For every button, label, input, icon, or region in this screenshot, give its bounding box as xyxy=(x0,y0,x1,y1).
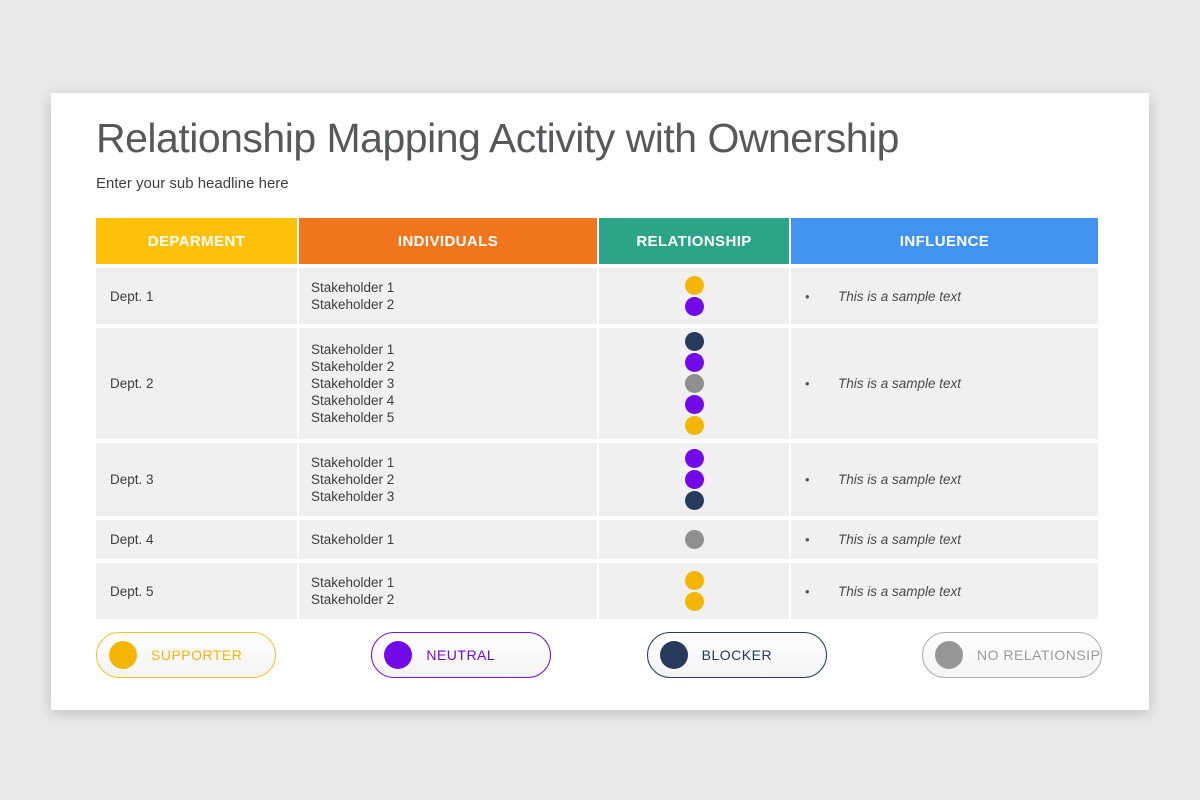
column-header-department: DEPARMENT xyxy=(96,218,297,264)
no-relationship-dot-icon xyxy=(934,641,963,669)
legend: SUPPORTER NEUTRAL BLOCKER NO RELATIONSIP xyxy=(96,632,1102,678)
bullet-icon: • xyxy=(805,376,810,391)
stakeholder-label: Stakeholder 2 xyxy=(311,592,395,607)
relationship-table: DEPARMENT INDIVIDUALS RELATIONSHIP INFLU… xyxy=(96,218,1098,623)
legend-pill-supporter: SUPPORTER xyxy=(96,632,276,678)
individuals-cell: Stakeholder 1 Stakeholder 2 xyxy=(299,563,597,619)
influence-text: This is a sample text xyxy=(838,583,962,599)
neutral-dot-icon xyxy=(384,641,413,669)
stakeholder-label: Stakeholder 1 xyxy=(311,342,395,357)
legend-pill-neutral: NEUTRAL xyxy=(371,632,552,678)
stakeholder-label: Stakeholder 1 xyxy=(311,532,395,547)
bullet-icon: • xyxy=(805,583,810,599)
relationship-cell xyxy=(599,563,789,619)
column-header-relationship: RELATIONSHIP xyxy=(599,218,789,264)
department-cell: Dept. 3 xyxy=(96,443,297,516)
individuals-cell: Stakeholder 1 Stakeholder 2 Stakeholder 3 S… xyxy=(299,328,597,439)
table-rows: Dept. 1 Stakeholder 1 Stakeholder 2 • Thi… xyxy=(96,268,1098,619)
legend-label-neutral: NEUTRAL xyxy=(426,647,496,663)
table-row: Dept. 4 Stakeholder 1 • This is a sample… xyxy=(96,520,1098,559)
bullet-icon: • xyxy=(805,288,810,304)
stakeholder-label: Stakeholder 3 xyxy=(311,376,395,391)
legend-pill-no-relationship: NO RELATIONSIP xyxy=(921,632,1102,678)
relationship-cell xyxy=(599,520,789,559)
stakeholder-label: Stakeholder 4 xyxy=(311,393,395,408)
relationship-dot-supporter xyxy=(684,571,704,590)
page-title: Relationship Mapping Activity with Owner… xyxy=(96,115,899,161)
department-label: Dept. 4 xyxy=(110,532,154,547)
relationship-dot-neutral xyxy=(684,353,704,372)
influence-text: This is a sample text xyxy=(838,288,962,304)
department-cell: Dept. 5 xyxy=(96,563,297,619)
stakeholder-label: Stakeholder 1 xyxy=(311,575,395,590)
legend-label-blocker: BLOCKER xyxy=(701,647,773,663)
stakeholder-label: Stakeholder 2 xyxy=(311,297,395,312)
stakeholder-label: Stakeholder 1 xyxy=(311,455,395,470)
department-cell: Dept. 1 xyxy=(96,268,297,324)
influence-cell: • This is a sample text xyxy=(791,563,1098,619)
relationship-dot-blocker xyxy=(684,332,704,351)
legend-label-supporter: SUPPORTER xyxy=(151,647,243,663)
relationship-dot-no-relationship xyxy=(684,530,704,549)
individuals-cell: Stakeholder 1 Stakeholder 2 Stakeholder 3 xyxy=(299,443,597,516)
relationship-dot-neutral xyxy=(684,395,704,414)
legend-pill-blocker: BLOCKER xyxy=(646,632,827,678)
slide-card: Relationship Mapping Activity with Owner… xyxy=(51,93,1149,710)
relationship-dot-neutral xyxy=(684,470,704,489)
influence-text: This is a sample text xyxy=(838,472,962,487)
stakeholder-label: Stakeholder 3 xyxy=(311,489,395,504)
relationship-dot-no-relationship xyxy=(684,374,704,393)
department-label: Dept. 5 xyxy=(110,583,154,599)
supporter-dot-icon xyxy=(109,641,137,669)
blocker-dot-icon xyxy=(659,641,688,669)
influence-cell: • This is a sample text xyxy=(791,443,1098,516)
relationship-cell xyxy=(599,443,789,516)
individuals-cell: Stakeholder 1 Stakeholder 2 xyxy=(299,268,597,324)
influence-text: This is a sample text xyxy=(838,532,962,547)
table-header-row: DEPARMENT INDIVIDUALS RELATIONSHIP INFLU… xyxy=(96,218,1098,264)
department-label: Dept. 2 xyxy=(110,376,154,391)
relationship-dot-blocker xyxy=(684,491,704,510)
department-cell: Dept. 2 xyxy=(96,328,297,439)
relationship-dot-neutral xyxy=(684,297,704,316)
relationship-dot-supporter xyxy=(684,592,704,611)
stakeholder-label: Stakeholder 5 xyxy=(311,410,395,425)
table-row: Dept. 1 Stakeholder 1 Stakeholder 2 • Thi… xyxy=(96,268,1098,324)
relationship-dot-supporter xyxy=(684,416,704,435)
department-label: Dept. 1 xyxy=(110,288,154,304)
relationship-dot-neutral xyxy=(684,449,704,468)
individuals-cell: Stakeholder 1 xyxy=(299,520,597,559)
column-header-influence: INFLUENCE xyxy=(791,218,1098,264)
bullet-icon: • xyxy=(805,532,810,547)
stakeholder-label: Stakeholder 1 xyxy=(311,280,395,295)
column-header-individuals: INDIVIDUALS xyxy=(299,218,597,264)
bullet-icon: • xyxy=(805,472,810,487)
stakeholder-label: Stakeholder 2 xyxy=(311,359,395,374)
department-label: Dept. 3 xyxy=(110,472,154,487)
relationship-cell xyxy=(599,328,789,439)
legend-label-no-relationship: NO RELATIONSIP xyxy=(976,647,1101,663)
stakeholder-label: Stakeholder 2 xyxy=(311,472,395,487)
influence-text: This is a sample text xyxy=(838,376,962,391)
influence-cell: • This is a sample text xyxy=(791,328,1098,439)
influence-cell: • This is a sample text xyxy=(791,520,1098,559)
influence-cell: • This is a sample text xyxy=(791,268,1098,324)
relationship-cell xyxy=(599,268,789,324)
department-cell: Dept. 4 xyxy=(96,520,297,559)
table-row: Dept. 5 Stakeholder 1 Stakeholder 2 • Thi… xyxy=(96,563,1098,619)
relationship-dot-supporter xyxy=(684,276,704,295)
page-subtitle: Enter your sub headline here xyxy=(96,175,289,192)
